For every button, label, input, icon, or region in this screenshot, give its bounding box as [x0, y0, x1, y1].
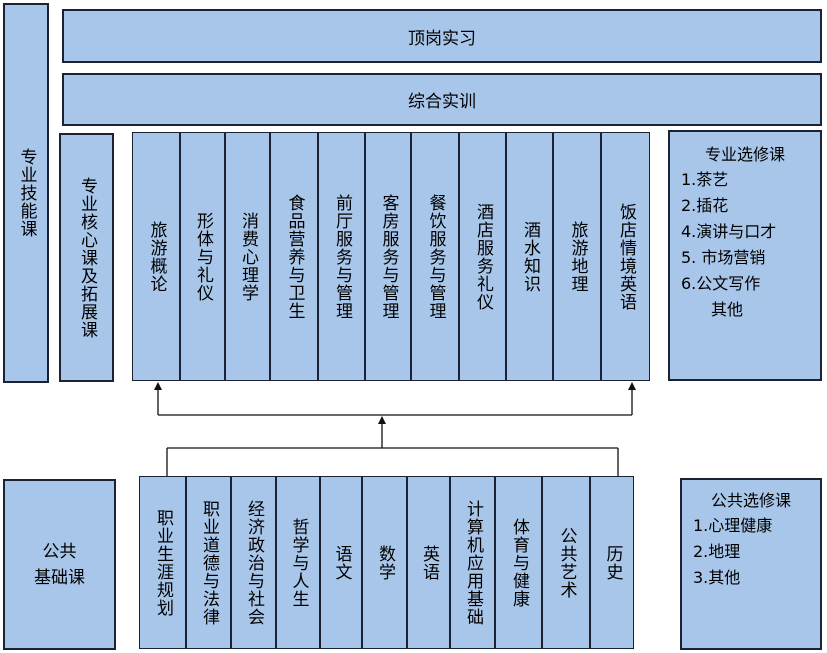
public-basic-label-line2: 基础课: [34, 567, 85, 588]
public-course-column: 英语: [407, 476, 450, 649]
list-item: 2.插花: [681, 196, 729, 215]
training-box: 综合实训: [62, 73, 822, 126]
public-course-column: 职业生涯规划: [139, 476, 186, 649]
list-item: 6.公文写作: [681, 274, 761, 293]
list-item: 5. 市场营销: [681, 248, 766, 267]
public-course-column: 计算机应用基础: [450, 476, 495, 649]
internship-box: 顶岗实习: [62, 9, 822, 63]
core-course-column: 旅游概论: [132, 132, 180, 381]
core-course-column: 餐饮服务与管理: [411, 132, 459, 381]
professional-skills-label: 专业技能课: [16, 148, 37, 238]
public-basic-box: 公共 基础课: [3, 479, 116, 650]
professional-electives-title: 专业选修课: [704, 145, 785, 164]
core-courses-box: 专业核心课及拓展课: [59, 133, 114, 382]
public-course-column: 哲学与人生: [276, 476, 320, 649]
public-course-column: 体育与健康: [495, 476, 542, 649]
public-course-column: 历史: [590, 476, 634, 649]
core-courses-label: 专业核心课及拓展课: [77, 176, 97, 339]
core-course-column: 酒店服务礼仪: [459, 132, 506, 381]
list-item: 4.演讲与口才: [681, 222, 777, 241]
internship-label: 顶岗实习: [408, 28, 476, 49]
public-basic-label-line1: 公共: [42, 541, 77, 562]
public-electives-list: 1.心理健康 2.地理 3.其他: [682, 513, 820, 591]
public-course-column: 职业道德与法律: [186, 476, 231, 649]
core-course-column: 饭店情境英语: [601, 132, 650, 381]
public-course-column: 语文: [320, 476, 362, 649]
core-course-column: 形体与礼仪: [180, 132, 225, 381]
professional-electives-list: 1.茶艺 2.插花 4.演讲与口才 5. 市场营销 6.公文写作 其他: [670, 167, 820, 323]
core-course-column: 前厅服务与管理: [318, 132, 365, 381]
professional-electives-box: 专业选修课 1.茶艺 2.插花 4.演讲与口才 5. 市场营销 6.公文写作 其…: [668, 130, 822, 381]
public-electives-title: 公共选修课: [710, 491, 791, 510]
list-item: 1.茶艺: [681, 170, 729, 189]
professional-skills-box: 专业技能课: [3, 3, 49, 383]
list-item: 1.心理健康: [693, 516, 773, 535]
public-course-column: 数学: [362, 476, 407, 649]
core-course-column: 消费心理学: [225, 132, 270, 381]
list-item: 其他: [711, 300, 744, 319]
core-course-column: 客房服务与管理: [365, 132, 411, 381]
list-item: 2.地理: [693, 542, 741, 561]
training-label: 综合实训: [408, 92, 476, 112]
core-course-column: 食品营养与卫生: [270, 132, 318, 381]
list-item: 3.其他: [693, 568, 741, 587]
core-course-column: 旅游地理: [553, 132, 601, 381]
core-course-column: 酒水知识: [506, 132, 553, 381]
public-course-column: 经济政治与社会: [231, 476, 276, 649]
public-electives-box: 公共选修课 1.心理健康 2.地理 3.其他: [680, 478, 822, 650]
public-course-column: 公共艺术: [542, 476, 590, 649]
